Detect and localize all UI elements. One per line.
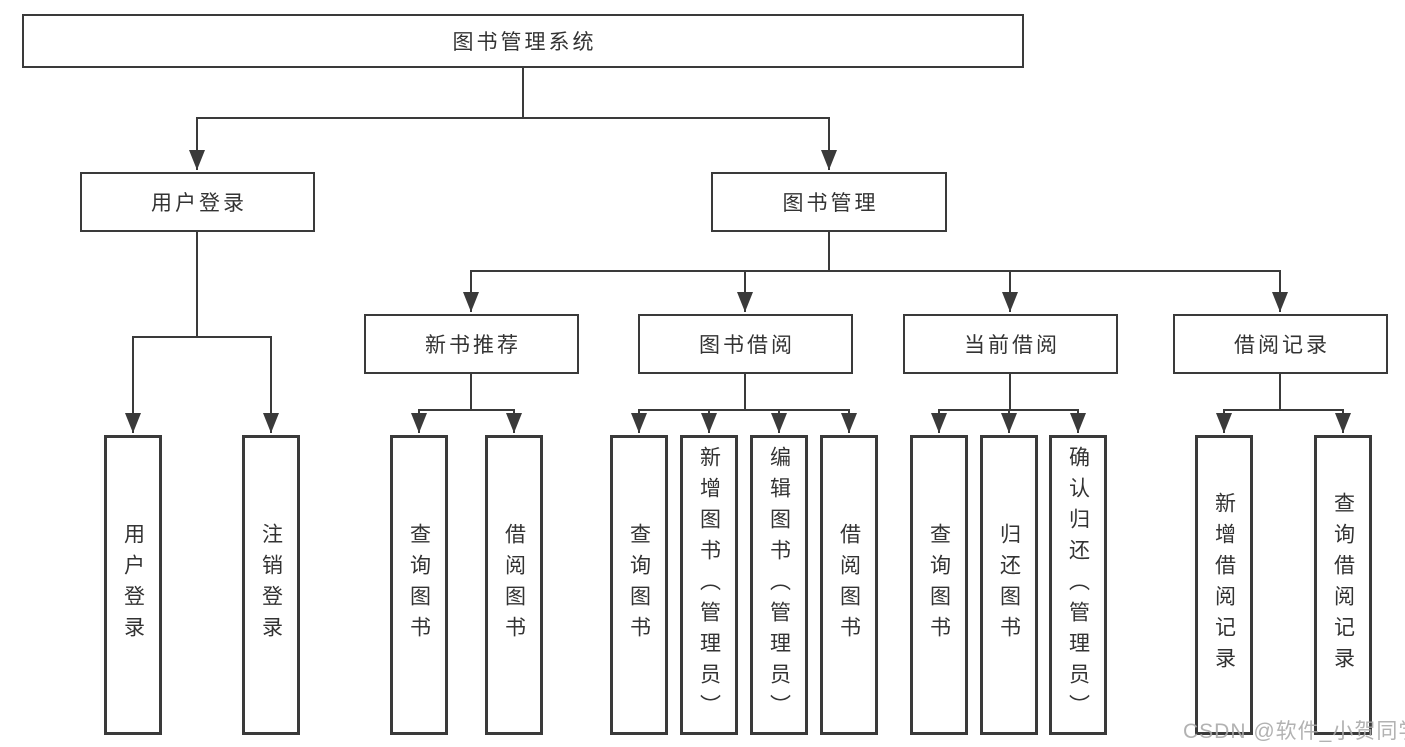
leaf-add-borrow-record: 新增借阅记录	[1195, 435, 1253, 735]
node-label: 新增图书（管理员）	[697, 445, 721, 725]
node-label: 借阅记录	[1234, 334, 1330, 357]
leaf-user-login: 用户登录	[104, 435, 162, 735]
node-label: 确认归还（管理员）	[1066, 445, 1090, 725]
node-new-book-recommendation: 新书推荐	[364, 314, 579, 374]
node-label: 图书管理	[782, 192, 879, 215]
node-label: 查询图书	[627, 523, 651, 647]
node-borrowing-records: 借阅记录	[1173, 314, 1388, 374]
node-label: 用户登录	[121, 523, 145, 647]
node-label: 当前借阅	[964, 334, 1060, 357]
leaf-add-books-admin: 新增图书（管理员）	[680, 435, 738, 735]
leaf-edit-books-admin: 编辑图书（管理员）	[750, 435, 808, 735]
node-label: 查询图书	[927, 523, 951, 647]
node-label: 借阅图书	[837, 523, 861, 647]
node-label: 查询借阅记录	[1331, 492, 1355, 678]
node-current-borrowing: 当前借阅	[903, 314, 1118, 374]
leaf-query-books-borrowing: 查询图书	[610, 435, 668, 735]
node-label: 图书借阅	[699, 334, 795, 357]
leaf-query-borrow-record: 查询借阅记录	[1314, 435, 1372, 735]
node-label: 查询图书	[407, 523, 431, 647]
node-label: 图书管理系统	[452, 31, 597, 54]
leaf-borrow-books-borrowing: 借阅图书	[820, 435, 878, 735]
node-label: 注销登录	[259, 523, 283, 647]
leaf-query-books-current: 查询图书	[910, 435, 968, 735]
leaf-query-books-recommend: 查询图书	[390, 435, 448, 735]
node-book-borrowing: 图书借阅	[638, 314, 853, 374]
leaf-return-books: 归还图书	[980, 435, 1038, 735]
node-label: 新增借阅记录	[1212, 492, 1236, 678]
csdn-watermark: CSDN @软件_小贺同学	[1183, 720, 1405, 743]
node-label: 编辑图书（管理员）	[767, 445, 791, 725]
node-label: 归还图书	[997, 523, 1021, 647]
leaf-borrow-books-recommend: 借阅图书	[485, 435, 543, 735]
node-user-login-branch: 用户登录	[80, 172, 315, 232]
leaf-logout: 注销登录	[242, 435, 300, 735]
node-library-management-system: 图书管理系统	[22, 14, 1024, 68]
leaf-confirm-return-admin: 确认归还（管理员）	[1049, 435, 1107, 735]
node-label: 新书推荐	[425, 334, 521, 357]
node-book-management-branch: 图书管理	[711, 172, 947, 232]
node-label: 用户登录	[151, 192, 247, 215]
node-label: 借阅图书	[502, 523, 526, 647]
